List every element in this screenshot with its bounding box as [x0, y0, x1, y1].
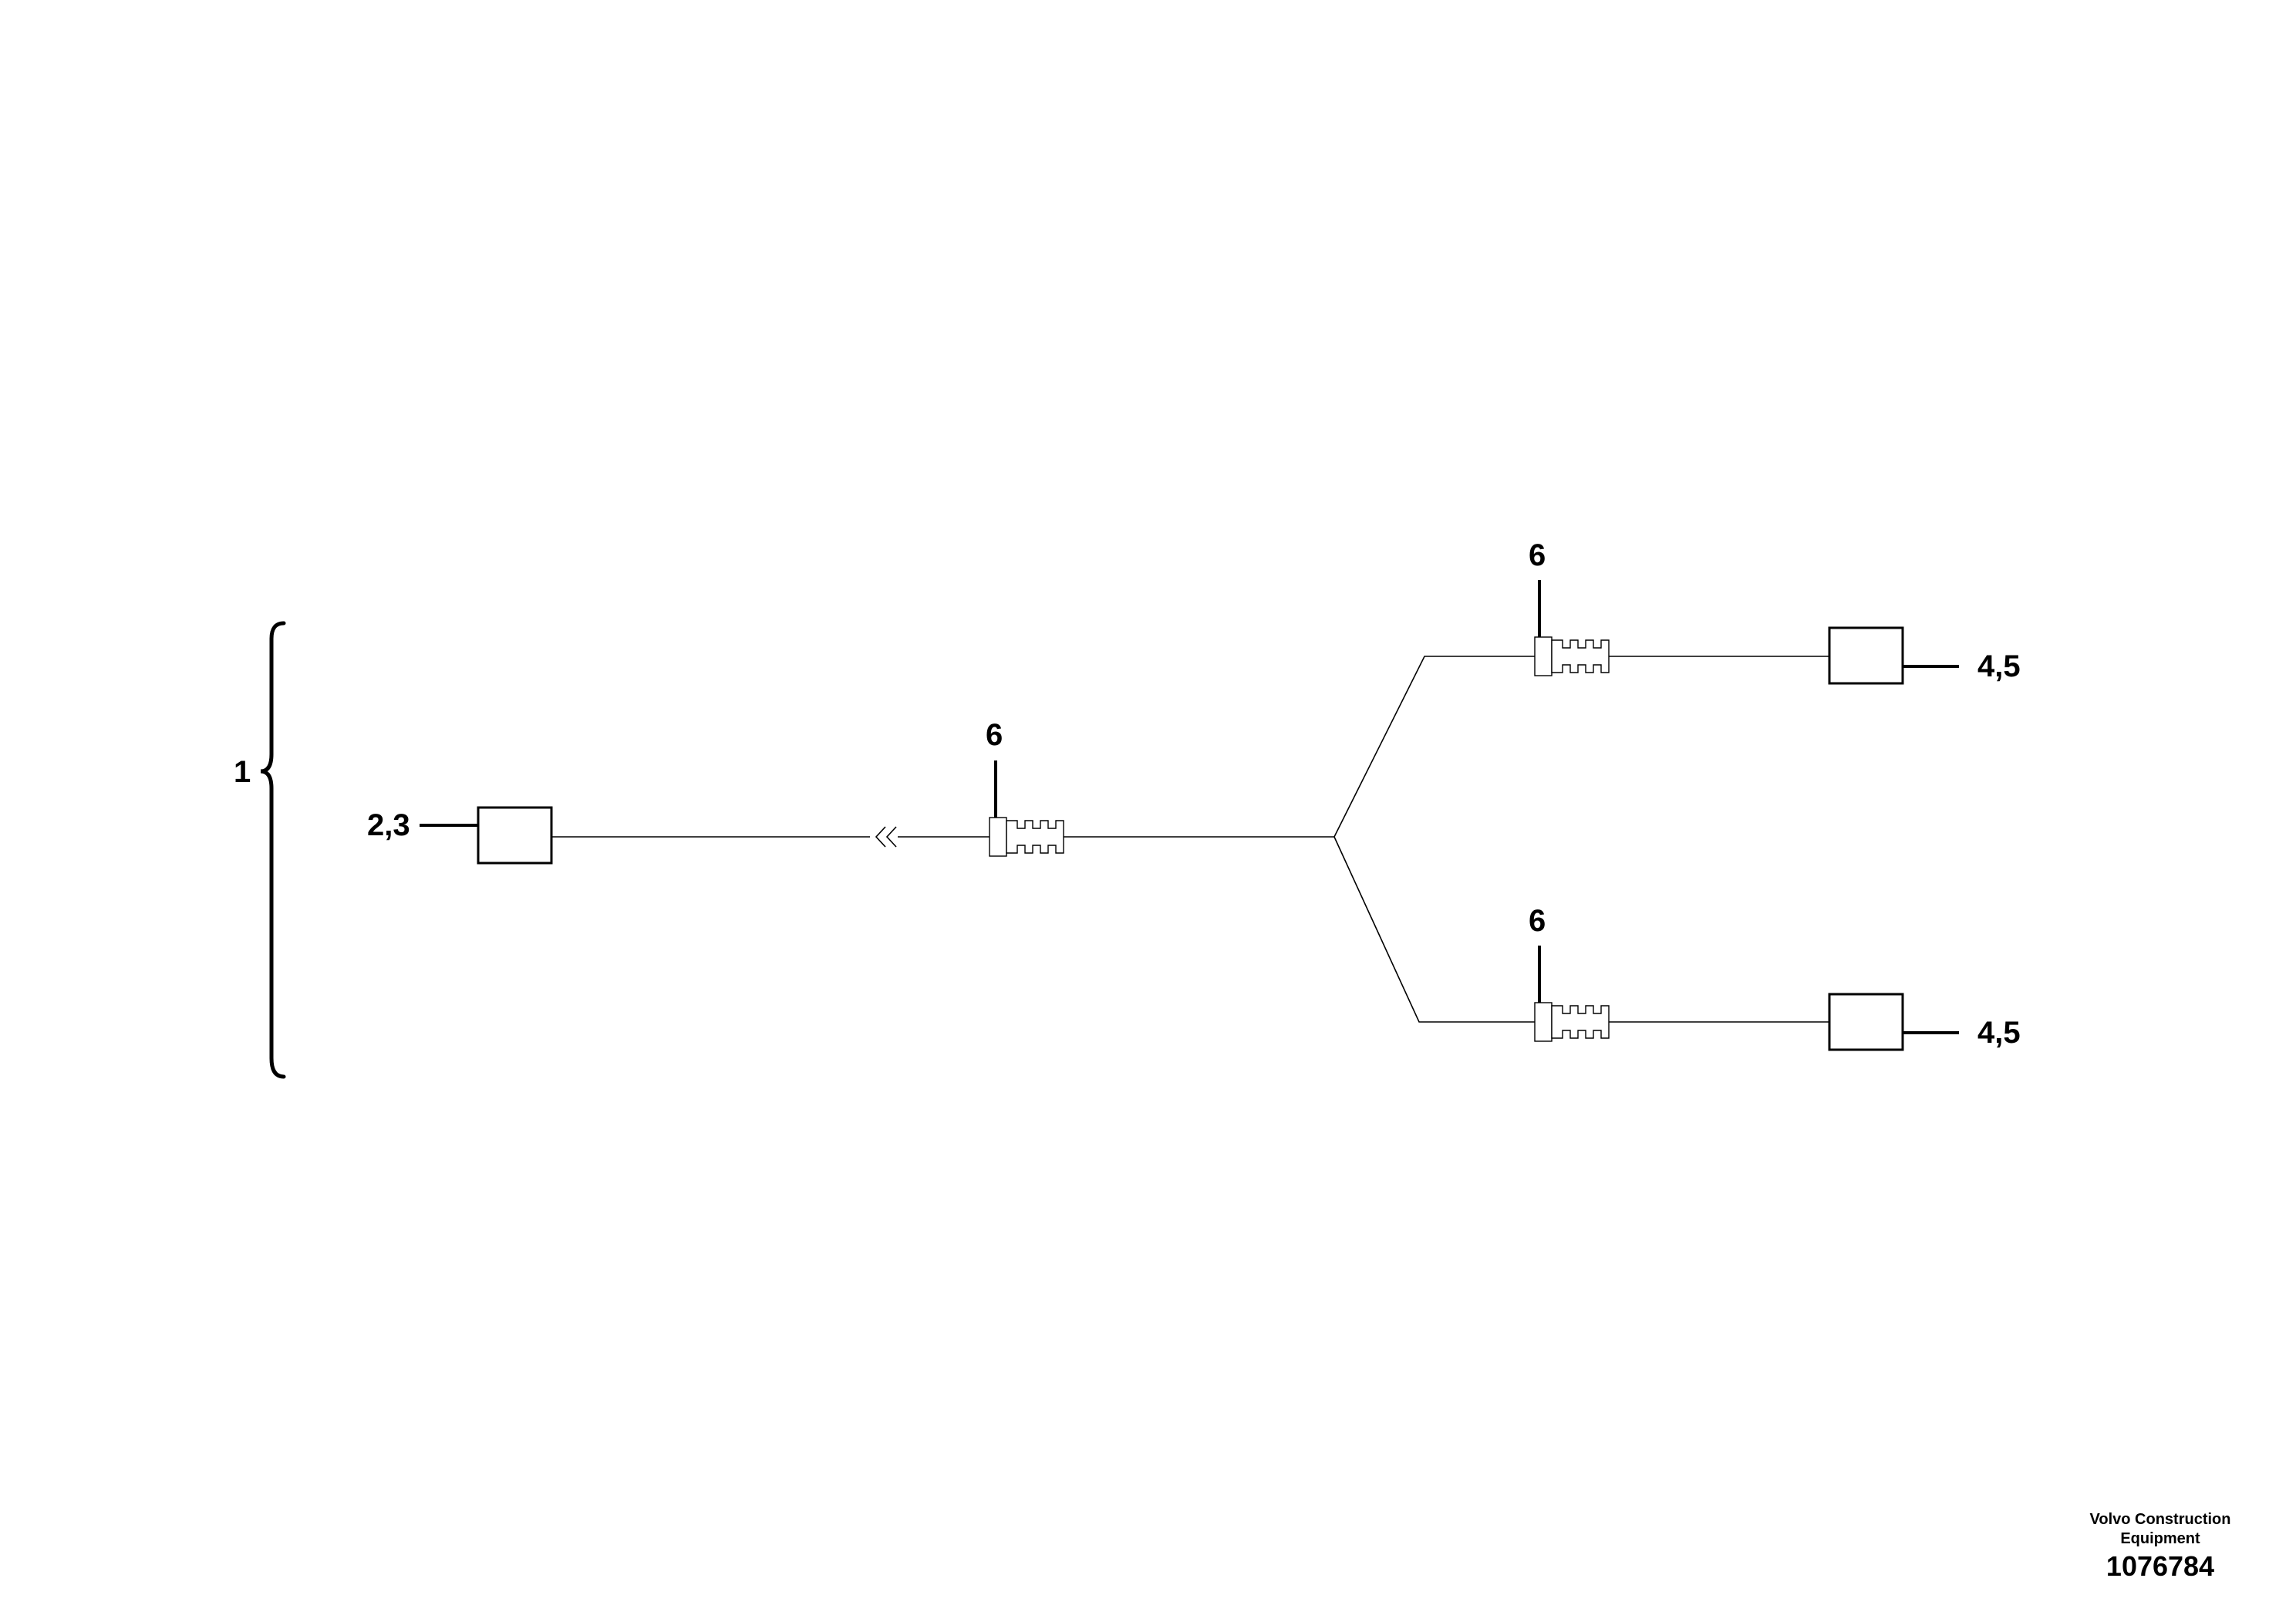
- cable-clip-upper: [1534, 636, 1610, 676]
- brand-line-2: Equipment: [2120, 1530, 2200, 1547]
- cable-clip-lower: [1534, 1002, 1610, 1042]
- image-number: 1076784: [2106, 1550, 2215, 1582]
- callout-assembly: 1: [234, 755, 251, 789]
- left-connector: [477, 806, 553, 865]
- publisher-footer: Volvo Construction Equipment 1076784: [2068, 1510, 2253, 1584]
- upper-branch-wire: [1333, 656, 1829, 838]
- callout-right-connector-upper: 4,5: [1977, 649, 2021, 683]
- brand-line-1: Volvo Construction: [2089, 1511, 2231, 1528]
- assembly-brace: [260, 621, 286, 1079]
- callout-right-connector-lower: 4,5: [1977, 1016, 2021, 1050]
- callout-clip-lower: 6: [1529, 904, 1546, 938]
- wire-break-symbol: [875, 826, 897, 848]
- callout-clip-trunk: 6: [986, 718, 1003, 752]
- callout-clip-upper: 6: [1529, 538, 1546, 572]
- right-connector-lower: [1828, 993, 1904, 1051]
- right-connector-upper: [1828, 626, 1904, 685]
- cable-clip-trunk: [989, 817, 1064, 857]
- callout-left-connector: 2,3: [367, 808, 410, 842]
- lower-branch-wire: [1333, 836, 1829, 1023]
